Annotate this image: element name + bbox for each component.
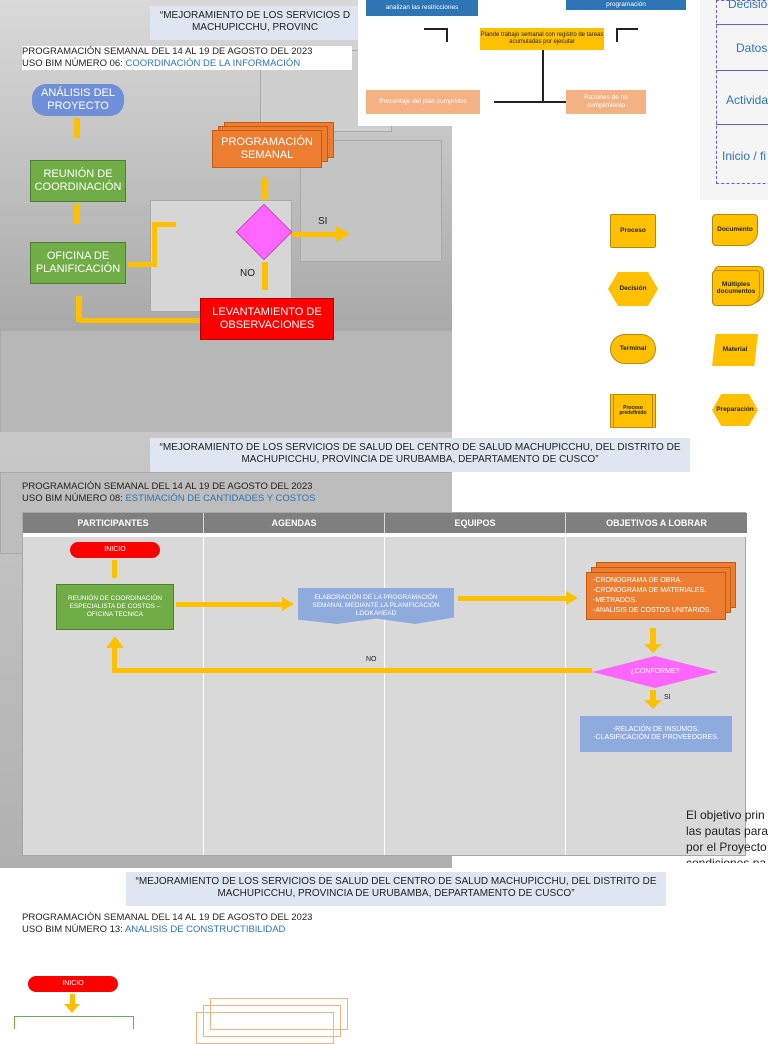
s2-loop-vertical xyxy=(112,646,117,672)
symbol-terminal: Terminal xyxy=(610,334,656,364)
s2-arrow-down-2 xyxy=(650,628,656,646)
s3-arrow-down-1 xyxy=(70,994,75,1004)
td-porcentaje: Porcentaje del plan cumpridos xyxy=(366,90,480,114)
td-line-c xyxy=(616,28,638,30)
label-si: SI xyxy=(318,216,328,227)
section3-title-line2: MACHUPICCHU, PROVINCIA DE URUBAMBA, DEPA… xyxy=(217,888,575,899)
legend-inicio: Inicio / fi xyxy=(722,149,767,163)
s2-elaboracion: ELABORACIÓN DE LA PROGRAMACIÓN SEMANAL M… xyxy=(298,588,454,624)
td-line-e xyxy=(542,50,544,102)
td-programacion: programación xyxy=(566,0,686,10)
side-text-4: condiciones pa xyxy=(686,856,767,863)
node-programacion-semanal: PROGRAMACIÓN SEMANAL xyxy=(212,130,322,168)
label-no: NO xyxy=(240,268,255,279)
arrow-down-1 xyxy=(74,118,80,138)
right-legend: Decisió Datos Activida Inicio / fi xyxy=(700,0,768,200)
s2-loop-head xyxy=(106,636,124,648)
legend-decision: Decisió xyxy=(728,0,768,11)
section1-header: PROGRAMACIÓN SEMANAL DEL 14 AL 19 DE AGO… xyxy=(22,46,352,70)
col-objetivos: OBJETIVOS A LOBRAR xyxy=(566,513,747,533)
arrow-si xyxy=(292,232,336,237)
symbol-proceso: Proceso xyxy=(610,214,656,248)
loop-line-1 xyxy=(80,318,200,323)
arrow-down-2 xyxy=(74,204,80,224)
legend-actividad: Activida xyxy=(726,93,768,107)
side-text-2: las pautas para xyxy=(686,824,768,838)
s2-arrow-right-2 xyxy=(458,596,568,601)
symbol-material: Material xyxy=(712,334,758,366)
s3-green-box xyxy=(14,1016,134,1029)
section2-header: PROGRAMACIÓN SEMANAL DEL 14 AL 19 DE AGO… xyxy=(22,481,352,505)
td-restricciones: analizan las restricciones xyxy=(366,0,478,16)
s3-arrow-down-1-head xyxy=(64,1004,80,1013)
td-plan: Plande trabajo semanal con registro de t… xyxy=(480,28,604,50)
bim-use-link[interactable]: COORDINACIÓN DE LA INFORMACIÓN xyxy=(125,58,301,69)
side-text-1: El objetivo prin xyxy=(686,808,765,822)
section2-bim-link[interactable]: ESTIMACIÓN DE CANTIDADES Y COSTOS xyxy=(125,493,316,504)
side-text-3: por el Proyecto xyxy=(686,840,767,854)
s2-label-no: NO xyxy=(366,656,377,663)
s2-inicio: INICIO xyxy=(70,542,160,558)
symbol-documento: Documento xyxy=(712,214,758,246)
section3-schedule-line: PROGRAMACIÓN SEMANAL DEL 14 AL 19 DE AGO… xyxy=(22,912,313,923)
document-title-line2: MACHUPICCHU, PROVINC xyxy=(191,22,319,33)
s2-label-si: SI xyxy=(664,694,671,701)
section3-bim-link[interactable]: ANALISIS DE CONSTRUCTIBILIDAD xyxy=(124,924,286,935)
top-diagram-panel: analizan las restricciones programación … xyxy=(358,0,698,126)
node-levantamiento: LEVANTAMIENTO DE OBSERVACIONES xyxy=(200,298,334,340)
path-oficina-right xyxy=(128,262,154,267)
s2-arrow-down-2-head xyxy=(644,644,662,653)
section3-header: PROGRAMACIÓN SEMANAL DEL 14 AL 19 DE AGO… xyxy=(22,912,352,936)
path-oficina-top xyxy=(152,222,176,227)
section2-title-line1: “MEJORAMIENTO DE LOS SERVICIOS DE SALUD … xyxy=(159,442,681,453)
col-participantes: PARTICIPANTES xyxy=(23,513,203,533)
s2-arrow-right-1 xyxy=(176,602,284,607)
section2-title-line2: MACHUPICCHU, PROVINCIA DE URUBAMBA, DEPA… xyxy=(241,454,599,465)
node-analisis-proyecto: ANÁLISIS DEL PROYECTO xyxy=(32,84,124,116)
col-equipos: EQUIPOS xyxy=(385,513,565,533)
node-oficina-planificacion: OFICINA DE PLANIFICACIÓN xyxy=(30,242,126,284)
arrow-down-3 xyxy=(262,178,268,200)
arrow-no xyxy=(262,262,268,290)
symbol-proceso-predefinido: Proceso predefinido xyxy=(610,394,656,428)
section3-title-band: “MEJORAMIENTO DE LOS SERVICIOS DE SALUD … xyxy=(126,872,666,906)
loop-line-2 xyxy=(76,296,82,322)
section2-schedule-line: PROGRAMACIÓN SEMANAL DEL 14 AL 19 DE AGO… xyxy=(22,481,313,492)
document-title-line1: “MEJORAMIENTO DE LOS SERVICIOS D xyxy=(159,10,351,21)
s2-arrow-down-1 xyxy=(112,560,117,578)
s2-loop-horizontal xyxy=(112,668,592,673)
td-line-a xyxy=(424,28,448,30)
symbol-preparacion: Preparación xyxy=(712,394,758,426)
col-agendas: AGENDAS xyxy=(204,513,384,533)
document-title-band: “MEJORAMIENTO DE LOS SERVICIOS D MACHUPI… xyxy=(150,6,360,40)
section3-bim-prefix: USO BIM NÚMERO 13: xyxy=(22,924,125,935)
td-line-d xyxy=(616,28,618,42)
td-razones: Razones de no cumplimiento xyxy=(566,90,646,114)
s2-arrow-down-3-head xyxy=(644,700,662,709)
s2-docs: -CRONOGRAMA DE OBRA. -CRONOGRAMA DE MATE… xyxy=(586,572,726,620)
section2-title-band: “MEJORAMIENTO DE LOS SERVICIOS DE SALUD … xyxy=(150,438,690,472)
s3-doc-front xyxy=(196,1012,334,1044)
symbol-decision: Decisión xyxy=(608,272,658,306)
s2-arrow-down-3 xyxy=(650,690,656,702)
node-reunion-coordinacion: REUNIÓN DE COORDINACIÓN xyxy=(30,160,126,202)
s2-relacion: -RELACIÓN DE INSUMOS. -CLASIFICACIÓN DE … xyxy=(580,716,732,752)
bim-use-prefix: USO BIM NÚMERO 06: xyxy=(22,58,126,69)
arrow-si-head xyxy=(336,226,350,242)
s2-arrow-right-2-head xyxy=(566,591,578,605)
td-line-f xyxy=(494,101,584,103)
symbol-multiples-documentos: Múltiples documentos xyxy=(712,270,760,306)
legend-datos: Datos xyxy=(736,41,768,55)
section3-title-line1: “MEJORAMIENTO DE LOS SERVICIOS DE SALUD … xyxy=(135,876,657,887)
section2-bim-prefix: USO BIM NÚMERO 08: xyxy=(22,493,126,504)
s2-arrow-right-1-head xyxy=(282,597,294,611)
td-line-b xyxy=(446,28,448,42)
path-oficina-up xyxy=(152,222,157,267)
s2-reunion: REUNIÓN DE COORDINACIÓN ESPECIALISTA DE … xyxy=(56,584,174,630)
s3-inicio: INICIO xyxy=(28,976,118,992)
schedule-line: PROGRAMACIÓN SEMANAL DEL 14 AL 19 DE AGO… xyxy=(22,46,313,57)
